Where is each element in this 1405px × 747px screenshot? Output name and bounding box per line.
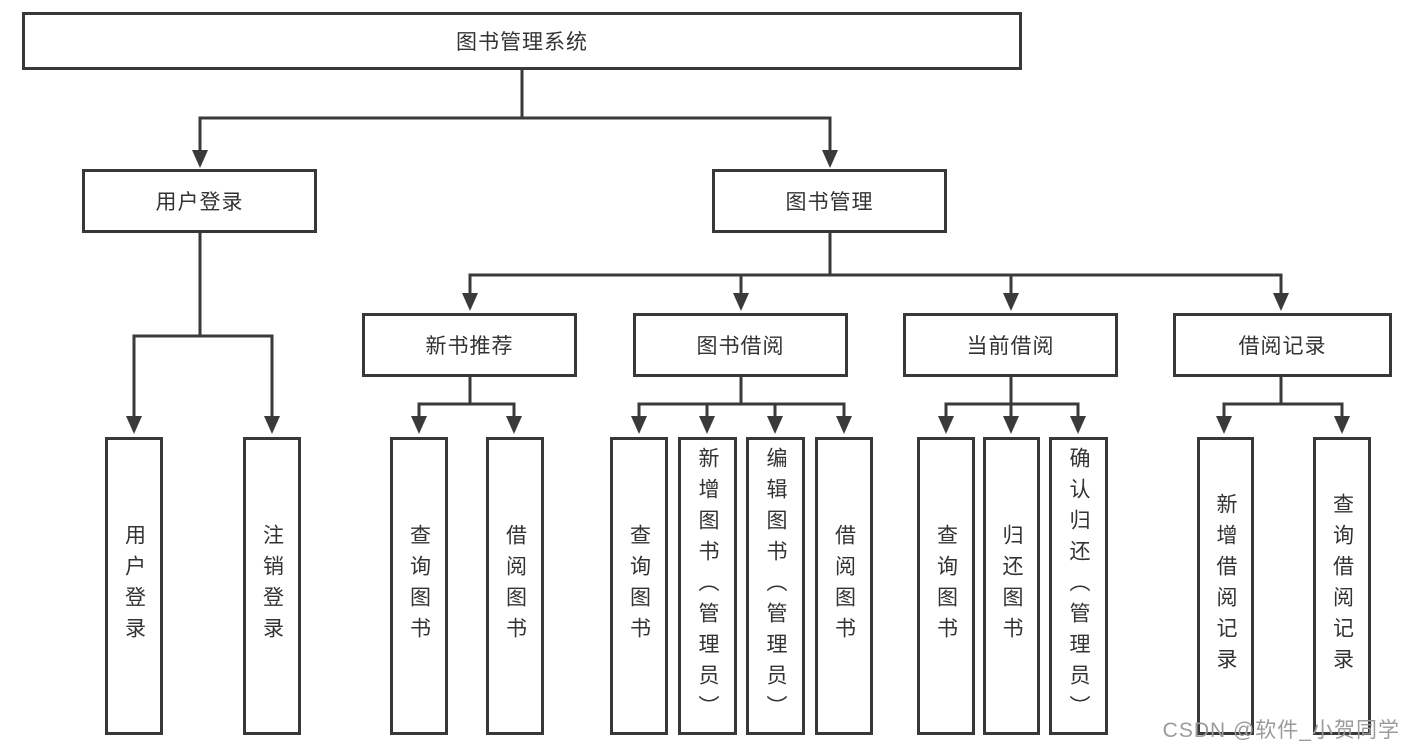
leaf-add-book-admin: 新增图书（管理员） xyxy=(678,437,737,735)
book-management-connector xyxy=(462,231,1289,311)
leaf-confirm-return-admin: 确认归还（管理员） xyxy=(1049,437,1108,735)
leaf-label: 新增借阅记录 xyxy=(1214,493,1237,679)
leaf-borrow-book-1: 借阅图书 xyxy=(486,437,544,735)
arrowhead-icon xyxy=(822,150,838,168)
leaf-label: 确认归还（管理员） xyxy=(1067,446,1090,726)
node-current-borrow: 当前借阅 xyxy=(903,313,1118,377)
leaf-label: 编辑图书（管理员） xyxy=(764,446,787,726)
leaf-user-login: 用户登录 xyxy=(105,437,163,735)
node-new-book-recommend: 新书推荐 xyxy=(362,313,577,377)
leaf-query-book-1: 查询图书 xyxy=(390,437,448,735)
leaf-query-book-2: 查询图书 xyxy=(610,437,668,735)
node-book-borrow: 图书借阅 xyxy=(633,313,848,377)
node-book-management: 图书管理 xyxy=(712,169,947,233)
leaf-label: 注销登录 xyxy=(260,524,284,648)
leaf-add-borrow-record: 新增借阅记录 xyxy=(1197,437,1254,735)
arrowhead-icon xyxy=(836,416,852,434)
arrowhead-icon xyxy=(126,416,142,434)
arrowhead-icon xyxy=(938,416,954,434)
leaf-edit-book-admin: 编辑图书（管理员） xyxy=(746,437,805,735)
leaf-query-book-3: 查询图书 xyxy=(917,437,975,735)
leaf-label: 查询图书 xyxy=(627,524,651,648)
leaf-label: 归还图书 xyxy=(1000,524,1023,648)
leaf-label: 查询图书 xyxy=(407,524,431,648)
arrowhead-icon xyxy=(411,416,427,434)
arrowhead-icon xyxy=(462,293,478,311)
leaf-label: 借阅图书 xyxy=(503,524,527,648)
leaf-label: 借阅图书 xyxy=(832,524,856,648)
arrowhead-icon xyxy=(767,416,783,434)
arrowhead-icon xyxy=(1273,293,1289,311)
root-connector xyxy=(192,68,838,168)
leaf-borrow-book-2: 借阅图书 xyxy=(815,437,873,735)
arrowhead-icon xyxy=(733,293,749,311)
current-borrow-connector xyxy=(938,375,1086,434)
new-book-recommend-connector xyxy=(411,375,522,434)
borrow-record-connector xyxy=(1216,375,1350,434)
node-user-login: 用户登录 xyxy=(82,169,317,233)
leaf-label: 新增图书（管理员） xyxy=(696,446,719,726)
arrowhead-icon xyxy=(1003,293,1019,311)
csdn-watermark: CSDN @软件_小贺同学 xyxy=(1162,719,1400,742)
arrowhead-icon xyxy=(506,416,522,434)
arrowhead-icon xyxy=(1334,416,1350,434)
arrowhead-icon xyxy=(192,150,208,168)
leaf-label: 用户登录 xyxy=(122,524,146,648)
leaf-logout: 注销登录 xyxy=(243,437,301,735)
book-borrow-connector xyxy=(631,375,852,434)
leaf-query-borrow-record: 查询借阅记录 xyxy=(1313,437,1371,735)
leaf-return-book: 归还图书 xyxy=(983,437,1040,735)
arrowhead-icon xyxy=(699,416,715,434)
leaf-label: 查询图书 xyxy=(934,524,958,648)
arrowhead-icon xyxy=(1216,416,1232,434)
arrowhead-icon xyxy=(631,416,647,434)
arrowhead-icon xyxy=(1003,416,1019,434)
node-root: 图书管理系统 xyxy=(22,12,1022,70)
node-borrow-record: 借阅记录 xyxy=(1173,313,1392,377)
user-login-connector xyxy=(126,231,280,434)
arrowhead-icon xyxy=(1070,416,1086,434)
leaf-label: 查询借阅记录 xyxy=(1330,493,1354,679)
arrowhead-icon xyxy=(264,416,280,434)
